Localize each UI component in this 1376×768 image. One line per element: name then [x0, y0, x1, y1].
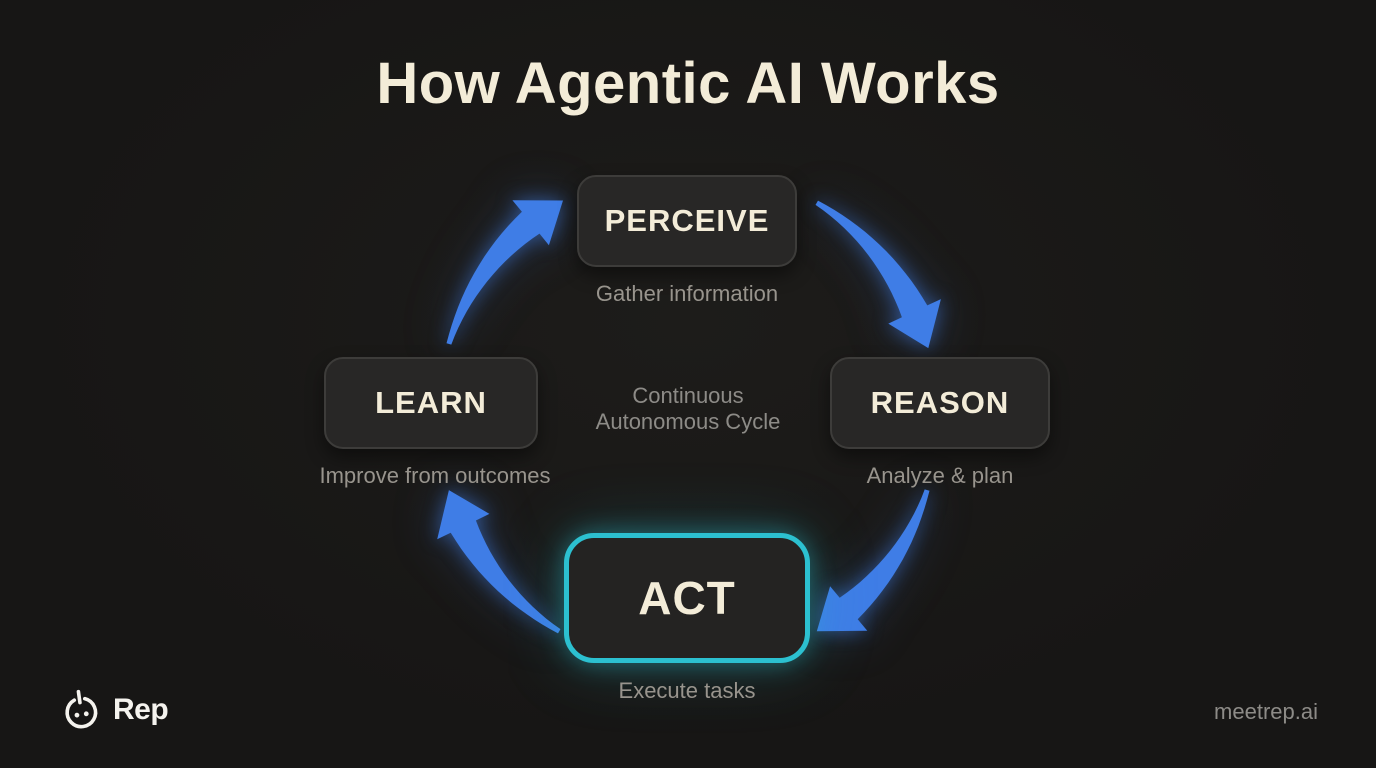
node-learn-label: LEARN — [375, 385, 487, 420]
arrow-perceive-to-reason — [815, 200, 941, 349]
node-reason-subtitle: Analyze & plan — [866, 463, 1014, 488]
node-reason-label: REASON — [870, 385, 1010, 420]
cycle-caption-line2: Autonomous Cycle — [595, 409, 781, 434]
node-act-subtitle: Execute tasks — [618, 678, 756, 703]
brand-logo: Rep — [58, 687, 169, 733]
arrow-learn-to-perceive — [446, 200, 563, 345]
node-learn-subtitle: Improve from outcomes — [319, 463, 551, 488]
cycle-caption: Continuous Autonomous Cycle — [518, 383, 858, 435]
cycle-caption-line1: Continuous — [632, 383, 744, 408]
website-url: meetrep.ai — [1214, 699, 1318, 724]
node-perceive-subtitle: Gather information — [595, 281, 779, 306]
node-perceive: PERCEIVE — [577, 175, 797, 267]
node-perceive-label: PERCEIVE — [604, 203, 770, 238]
power-face-icon — [65, 689, 98, 729]
node-act-label: ACT — [638, 572, 736, 624]
node-learn: LEARN — [324, 357, 538, 449]
arrow-reason-to-act — [816, 489, 930, 632]
page-title: How Agentic AI Works — [376, 51, 1000, 116]
node-act: ACT — [564, 533, 810, 663]
node-reason: REASON — [830, 357, 1050, 449]
arrow-act-to-learn — [437, 490, 561, 634]
brand-name: Rep — [113, 693, 169, 726]
